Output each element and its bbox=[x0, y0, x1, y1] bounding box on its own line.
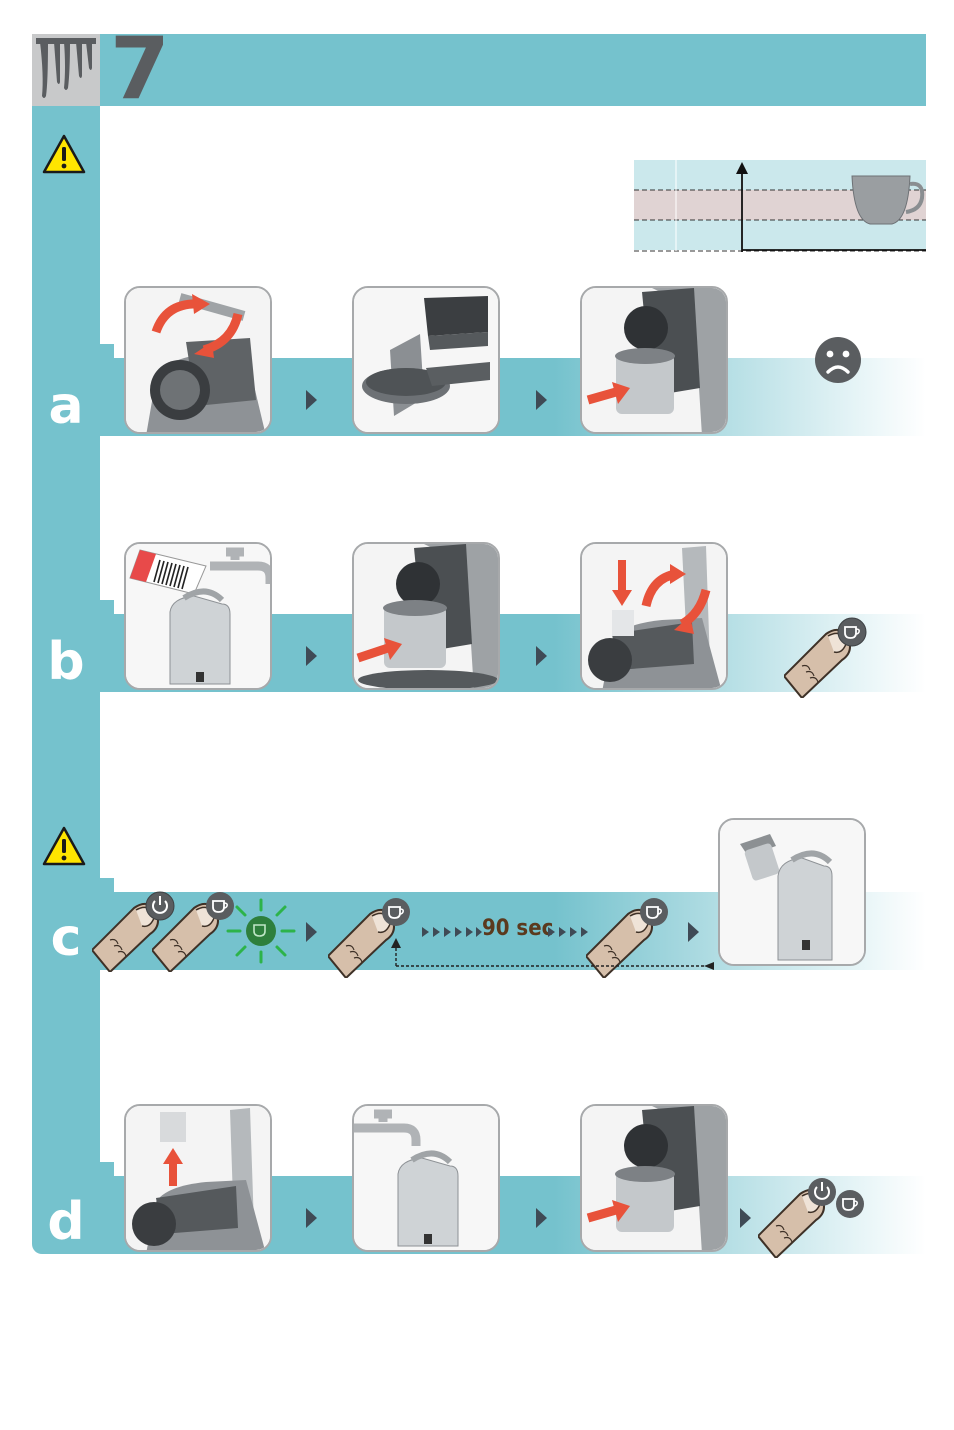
finger-press-coffee-icon bbox=[784, 614, 874, 702]
warning-icon bbox=[42, 826, 86, 870]
photo-place-container bbox=[352, 542, 500, 690]
step-number: 7 bbox=[110, 24, 168, 114]
section-label-d: d bbox=[32, 1192, 100, 1252]
water-level-diagram bbox=[634, 160, 926, 252]
band-tab bbox=[100, 600, 114, 614]
photo-remove-capsule bbox=[124, 1104, 272, 1252]
repeat-loop-arrow bbox=[388, 936, 718, 980]
photo-fill-tank-descaler bbox=[124, 542, 272, 690]
photo-place-container bbox=[580, 286, 728, 434]
photo-rinse-tank bbox=[352, 1104, 500, 1252]
play-arrow-icon bbox=[536, 646, 547, 666]
photo-drip-tray bbox=[352, 286, 500, 434]
section-label-a: a bbox=[32, 376, 100, 436]
play-arrow-icon bbox=[306, 390, 317, 410]
band-corner bbox=[100, 586, 114, 600]
blinking-light-icon bbox=[226, 898, 296, 968]
photo-place-container bbox=[580, 1104, 728, 1252]
band-corner bbox=[100, 330, 114, 344]
band-corner bbox=[100, 864, 114, 878]
sad-face-icon bbox=[814, 336, 862, 388]
play-arrow-icon bbox=[536, 1208, 547, 1228]
play-arrow-icon bbox=[306, 1208, 317, 1228]
band-tab bbox=[100, 1162, 114, 1176]
play-arrow-icon bbox=[688, 922, 699, 942]
play-arrow-icon bbox=[306, 646, 317, 666]
play-arrow-icon bbox=[740, 1208, 751, 1228]
play-arrow-icon bbox=[306, 922, 317, 942]
photo-empty-tank-container bbox=[718, 818, 866, 966]
warning-icon bbox=[42, 134, 86, 174]
finger-press-power-icon bbox=[758, 1172, 868, 1262]
band-corner bbox=[100, 1148, 114, 1162]
photo-close-lever bbox=[580, 542, 728, 690]
photo-open-lever bbox=[124, 286, 272, 434]
section-label-c: c bbox=[32, 908, 100, 968]
play-arrow-icon bbox=[536, 390, 547, 410]
section-label-b: b bbox=[32, 632, 100, 692]
descaling-icon bbox=[32, 34, 100, 106]
band-tab bbox=[100, 344, 114, 358]
